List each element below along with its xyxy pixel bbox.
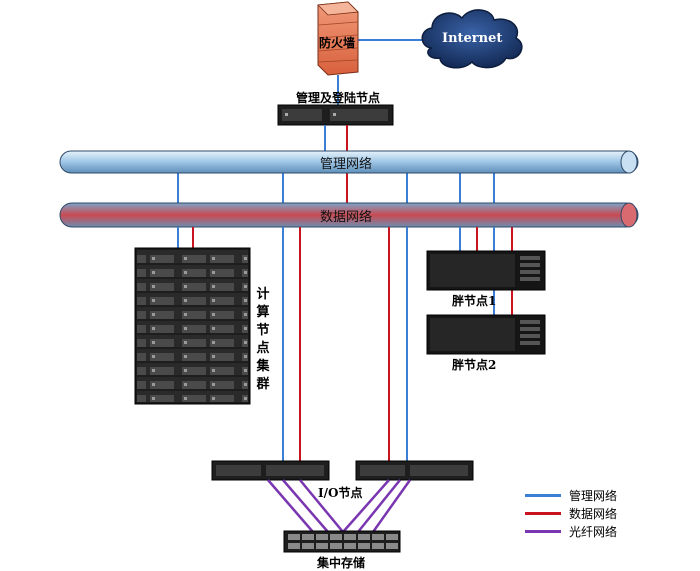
compute-cluster-label: 计算节点集群: [256, 287, 270, 392]
mgmt-network-label: 管理网络: [320, 157, 373, 172]
central-storage: [283, 530, 401, 553]
internet-cloud-icon: [421, 9, 523, 69]
firewall-label: 防火墙: [319, 36, 356, 50]
mgmt-network-pipe: [59, 150, 639, 174]
legend-item-mgmt: 管理网络: [525, 487, 617, 503]
mgmt-login-node: [277, 104, 394, 126]
data-network-label: 数据网络: [320, 210, 373, 225]
central-storage-label: 集中存储: [317, 556, 366, 570]
firewall-icon: [317, 1, 359, 76]
internet-label: Internet: [442, 31, 503, 46]
legend-label-mgmt: 管理网络: [569, 488, 618, 503]
fat-node-2: [426, 314, 546, 355]
legend-swatch-data: [525, 511, 561, 515]
fat-node-1-label: 胖节点1: [452, 294, 497, 308]
fat-node-2-label: 胖节点2: [452, 358, 497, 372]
compute-cluster-rack: [134, 247, 251, 405]
mgmt-login-node-label: 管理及登陆节点: [296, 91, 381, 105]
io-node-right: [355, 460, 474, 481]
legend-label-fiber: 光纤网络: [569, 524, 618, 539]
io-node-left: [211, 460, 330, 481]
legend-item-fiber: 光纤网络: [525, 523, 617, 539]
legend-swatch-fiber: [525, 529, 561, 533]
fat-node-1: [426, 250, 546, 291]
io-node-label: I/O节点: [318, 486, 363, 500]
legend-item-data: 数据网络: [525, 505, 617, 521]
legend-swatch-mgmt: [525, 493, 561, 497]
legend-label-data: 数据网络: [569, 506, 618, 521]
data-network-pipe: [59, 202, 639, 228]
